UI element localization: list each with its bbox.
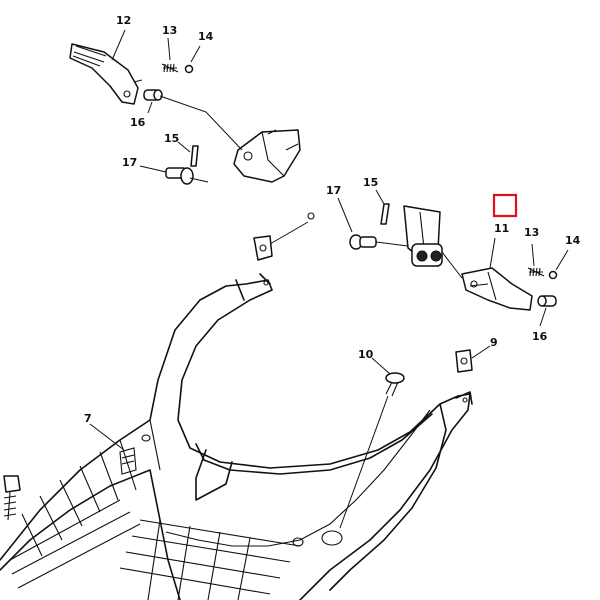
small-pin-upper-left — [190, 145, 199, 167]
footrest-right — [461, 267, 533, 311]
pin-upper-right — [537, 295, 557, 307]
nut-clip-left — [253, 235, 273, 261]
callout-13-left: 13 — [162, 24, 177, 37]
ball-upper-right — [548, 270, 558, 280]
callout-15-left: 15 — [164, 132, 179, 145]
floor-panel-body — [0, 273, 473, 600]
callout-7: 7 — [84, 412, 92, 425]
callout-17-right: 17 — [326, 184, 341, 197]
small-pin-upper-right — [380, 203, 390, 225]
callout-16-left: 16 — [130, 116, 146, 129]
footrest-bracket-left — [233, 129, 301, 183]
callout-17-left: 17 — [122, 156, 137, 169]
screw-10 — [339, 372, 405, 529]
callout-12: 12 — [116, 14, 131, 27]
callout-15-right: 15 — [363, 176, 378, 189]
clip-9 — [455, 349, 473, 373]
callout-10: 10 — [358, 348, 374, 361]
footrest-left — [69, 43, 143, 105]
callout-14-left: 14 — [198, 30, 214, 43]
spring-upper-right — [527, 267, 545, 277]
pin-upper-left — [143, 89, 163, 101]
callout-highlight-box — [492, 193, 518, 218]
callout-13-right: 13 — [524, 226, 539, 239]
callout-11: 11 — [494, 222, 509, 235]
spring-upper-left — [161, 63, 179, 73]
bolt-upper-right — [349, 234, 377, 250]
mount-bracket-right — [403, 205, 443, 267]
bolt-upper-left — [165, 167, 194, 185]
callout-9: 9 — [490, 336, 498, 349]
ball-upper-left — [184, 64, 194, 74]
bolt-lower-left — [3, 475, 21, 521]
callout-16-right: 16 — [532, 330, 548, 343]
callout-14-right: 14 — [565, 234, 581, 247]
